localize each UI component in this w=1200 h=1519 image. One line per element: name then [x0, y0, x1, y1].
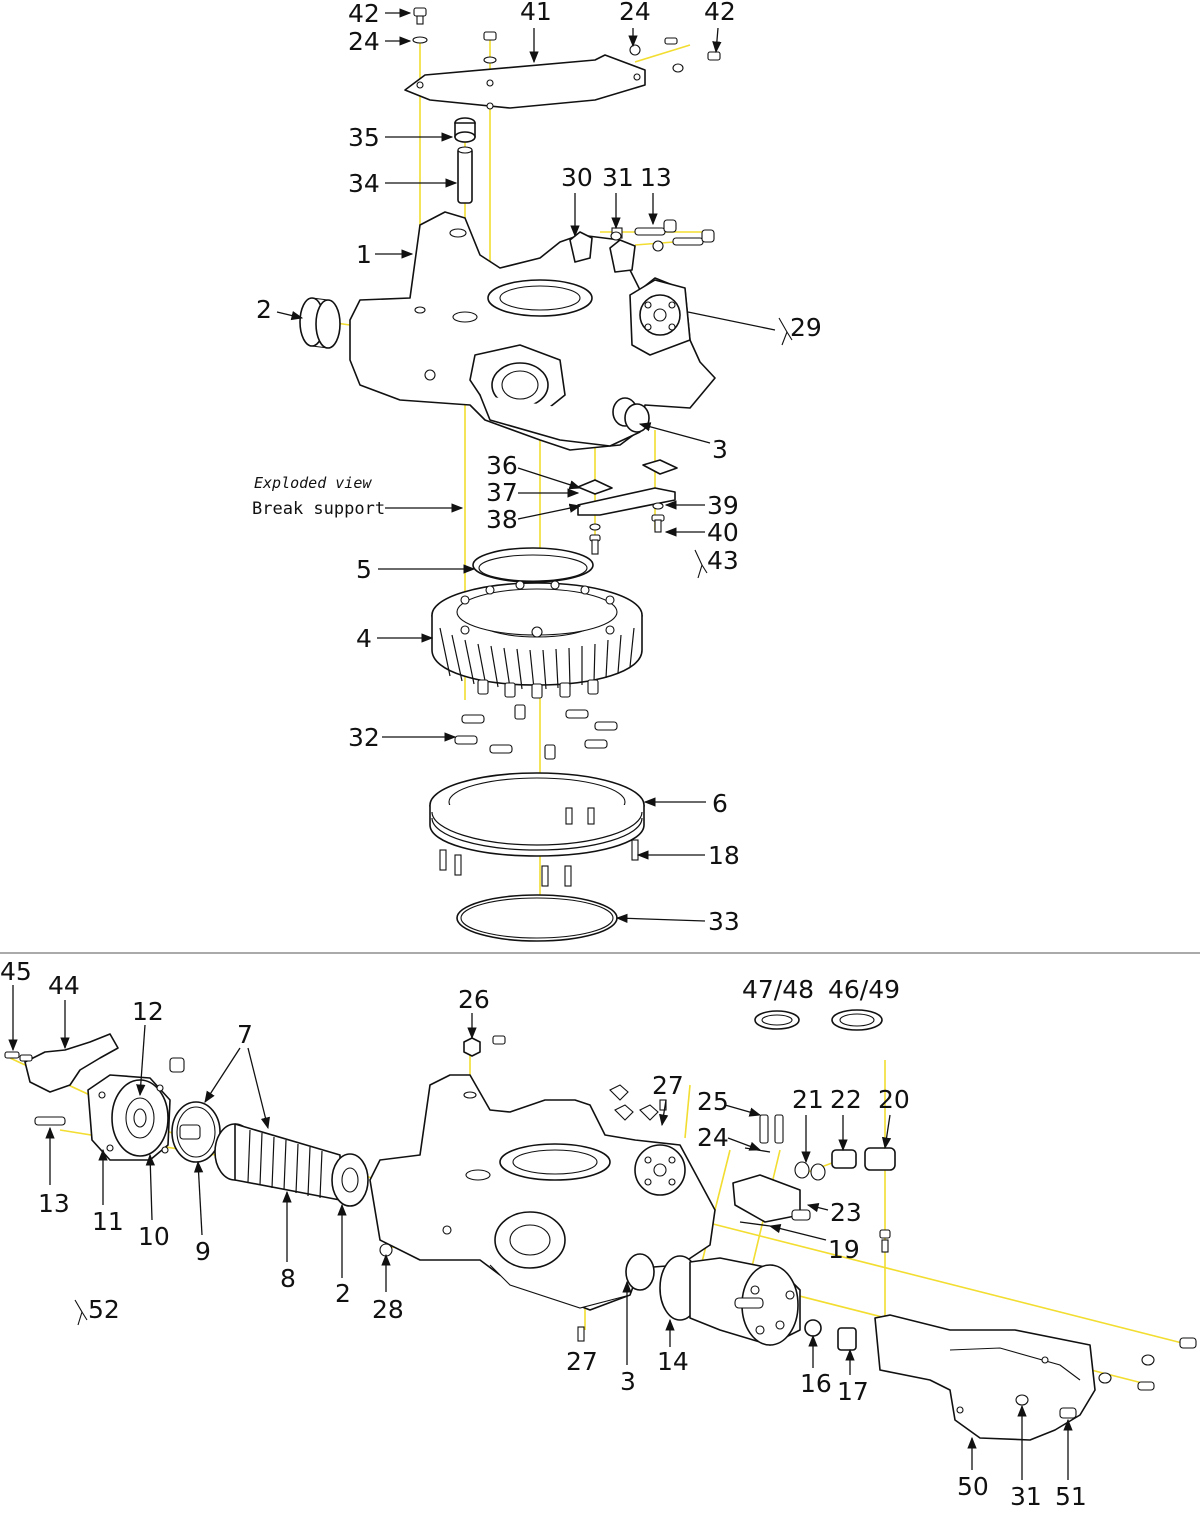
label-13: 13: [640, 163, 672, 192]
screws-42-24: [412, 7, 721, 73]
label-5: 5: [356, 555, 372, 584]
label-31: 31: [1010, 1482, 1042, 1511]
label-26: 26: [458, 985, 490, 1014]
label-20: 20: [878, 1085, 910, 1114]
label-24: 24: [697, 1123, 729, 1152]
keys-32: [454, 679, 618, 760]
label-13: 13: [38, 1189, 70, 1218]
label-32: 32: [348, 723, 380, 752]
bracket-44-screws-45: [4, 1033, 119, 1093]
label-4: 4: [356, 624, 372, 653]
caption-italic: Exploded view: [254, 474, 372, 492]
label-18: 18: [708, 841, 740, 870]
bottom-leaders: [8, 985, 1073, 1480]
label-51: 51: [1055, 1482, 1087, 1511]
label-22: 22: [830, 1085, 862, 1114]
label-29: 29: [790, 313, 822, 342]
label-9: 9: [195, 1237, 211, 1266]
label-2: 2: [335, 1279, 351, 1308]
label-17: 17: [837, 1377, 869, 1406]
label-36: 36: [486, 451, 518, 480]
brake-support-36-40: [577, 459, 708, 579]
label-8: 8: [280, 1264, 296, 1293]
nipple-26-fittings: [463, 1035, 667, 1121]
flange-14-motor: [625, 1253, 857, 1351]
nuts-30-31-bolts-13: [610, 219, 793, 346]
ring-33: [456, 894, 618, 942]
label-45: 45: [0, 957, 32, 986]
label-3: 3: [620, 1367, 636, 1396]
top-labels: 42 24 41 24 42 35 34 30 31 13 1 2 29 3 3…: [256, 0, 822, 936]
worm-shaft-8: [214, 1123, 369, 1207]
seals-47-48-46-49: [754, 1009, 883, 1031]
label-27: 27: [652, 1071, 684, 1100]
label-42: 42: [348, 0, 380, 28]
cover-50: [874, 1229, 1096, 1441]
label-40: 40: [707, 518, 739, 547]
label-6: 6: [712, 789, 728, 818]
label-11: 11: [92, 1207, 124, 1236]
main-housing-bottom: [369, 1074, 716, 1311]
label-34: 34: [348, 169, 380, 198]
worm-wheel-4: [431, 580, 643, 690]
label-23: 23: [830, 1198, 862, 1227]
label-16: 16: [800, 1369, 832, 1398]
valve-block-23-fittings: [732, 1114, 896, 1227]
label-3: 3: [712, 435, 728, 464]
screws-31-51: [74, 1243, 1197, 1419]
caption-main: Break support: [252, 499, 385, 519]
label-31: 31: [602, 163, 634, 192]
label-19: 19: [828, 1235, 860, 1264]
label-30: 30: [561, 163, 593, 192]
label-14: 14: [657, 1347, 689, 1376]
label-35: 35: [348, 123, 380, 152]
label-43: 43: [707, 546, 739, 575]
label-41: 41: [520, 0, 552, 26]
label-52: 52: [88, 1295, 120, 1324]
shim-9: [171, 1101, 221, 1163]
plug-35-pin-34: [454, 117, 476, 204]
label-10: 10: [138, 1222, 170, 1251]
label-39: 39: [707, 491, 739, 520]
label-47-48: 47/48: [742, 975, 814, 1004]
label-25: 25: [697, 1087, 729, 1116]
top-leaders: [276, 8, 776, 924]
label-27: 27: [566, 1347, 598, 1376]
label-44: 44: [48, 971, 80, 1000]
label-24: 24: [619, 0, 651, 26]
label-21: 21: [792, 1085, 824, 1114]
label-38: 38: [486, 505, 518, 534]
worm-teeth: [439, 627, 635, 690]
cover-plate-41: [404, 54, 646, 110]
label-2: 2: [256, 295, 272, 324]
bearing-ring-6: [429, 772, 645, 857]
bottom-labels: 45 44 12 7 26 47/48 46/49 27 25 21 22 20…: [0, 957, 1087, 1511]
bearing-cover-10-11-12: [34, 1057, 185, 1161]
label-50: 50: [957, 1472, 989, 1501]
label-7: 7: [237, 1020, 253, 1049]
main-housing-1: [349, 211, 716, 451]
label-28: 28: [372, 1295, 404, 1324]
caption: Exploded view Break support: [252, 474, 385, 519]
label-37: 37: [486, 478, 518, 507]
label-46-49: 46/49: [828, 975, 900, 1004]
label-1: 1: [356, 240, 372, 269]
label-33: 33: [708, 907, 740, 936]
ring-5: [472, 547, 594, 583]
screws-18: [439, 839, 639, 887]
label-24: 24: [348, 27, 380, 56]
label-12: 12: [132, 997, 164, 1026]
label-42: 42: [704, 0, 736, 26]
